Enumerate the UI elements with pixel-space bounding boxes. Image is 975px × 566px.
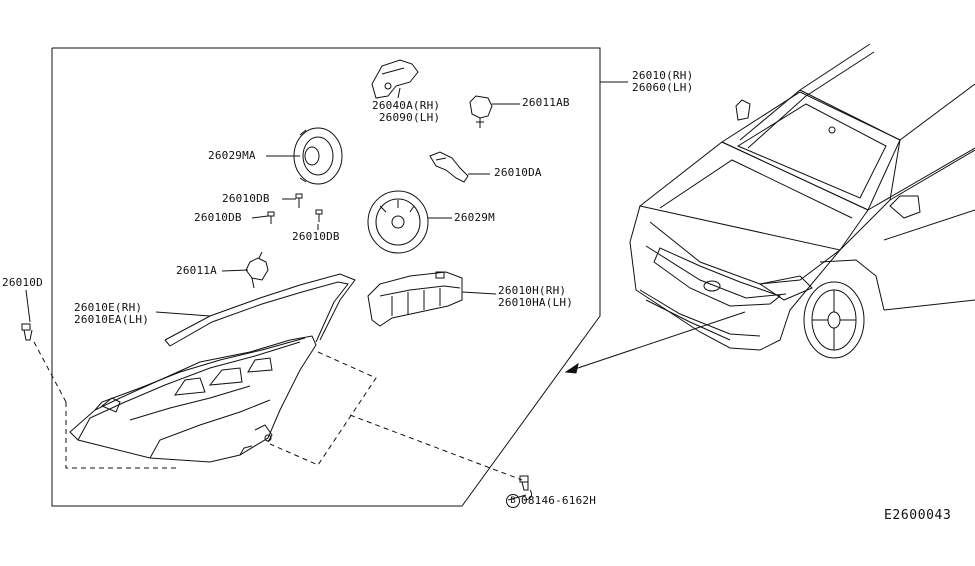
bulb-26011a [245,251,269,289]
label-assembly: 26010(RH) 26060(LH) [632,70,693,94]
label-trim-lh: 26010EA(LH) [74,313,150,326]
label-26010da: 26010DA [494,166,542,179]
label-bolt-code: 08146-6162H [521,494,597,507]
cap-26029m [367,190,429,254]
label-bracket: 26040A(RH) 26090(LH) [372,100,440,124]
screw-parts [267,193,323,224]
car-illustration [629,43,975,359]
label-unit: 26010H(RH) 26010HA(LH) [498,285,573,309]
bracket-26040a [371,59,419,99]
label-bracket-rh: 26040A(RH) [372,99,441,112]
headlamp-housing [69,335,317,463]
label-26011ab: 26011AB [522,96,570,109]
bolt-symbol: B [506,494,520,508]
label-26010db-b: 26010DB [194,211,242,224]
label-26010db-c: 26010DB [292,230,340,243]
parts-box-outline [51,47,601,507]
unit-26010h [367,271,463,327]
dashed-guides [33,341,523,481]
label-trim-rh: 26010E(RH) [74,301,143,314]
cap-26029ma [293,127,343,185]
trim-strip [164,273,356,347]
label-unit-rh: 26010H(RH) [498,284,567,297]
label-unit-lh: 26010HA(LH) [498,296,574,309]
clip-26010d [21,289,33,341]
label-26029ma: 26029MA [208,149,256,162]
label-trim: 26010E(RH) 26010EA(LH) [74,302,149,326]
bulb-26011ab [469,95,493,128]
label-bracket-lh: 26090(LH) [378,111,441,124]
label-assy-rh: 26010(RH) [632,69,694,82]
leader-lines [155,87,527,501]
diagram-code: E2600043 [884,508,952,523]
label-26011a: 26011A [176,264,217,277]
bolt-08146 [519,475,533,501]
label-assy-lh: 26060(LH) [632,81,694,94]
socket-26010da [429,151,469,183]
label-26029m: 26029M [454,211,495,224]
label-26010db-a: 26010DB [222,192,270,205]
label-26010d: 26010D [2,276,43,289]
location-arrow [564,311,746,374]
